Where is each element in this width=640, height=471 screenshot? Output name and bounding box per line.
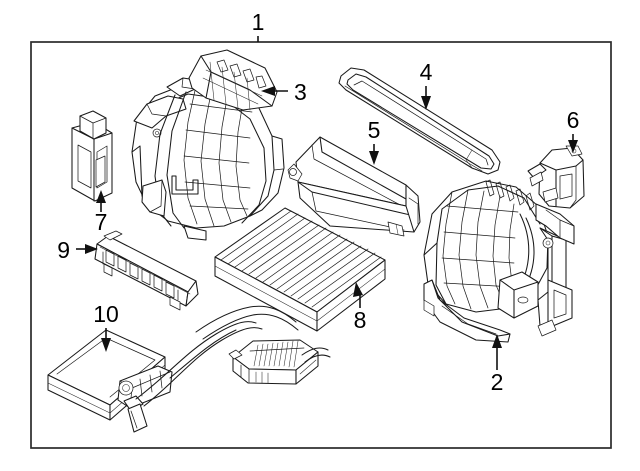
part-cabin-air-filter (214, 207, 386, 332)
callout-10-arrowhead (101, 338, 111, 352)
callout-8-number: 8 (354, 307, 367, 333)
callout-6-number: 6 (567, 107, 580, 133)
callout-4: 4 (420, 59, 433, 110)
callout-2: 2 (491, 334, 504, 395)
part-blower-housing-right (423, 179, 575, 343)
callout-8: 8 (353, 282, 366, 333)
callout-7-arrowhead (96, 190, 106, 203)
blower-resistor-connector (188, 49, 278, 111)
callout-4-number: 4 (420, 59, 433, 85)
callout-9-arrowhead (85, 244, 98, 254)
callout-6: 6 (567, 107, 580, 153)
callout-5-arrowhead (369, 151, 379, 165)
part-relay-block (71, 110, 113, 202)
callout-10: 10 (93, 301, 119, 352)
callout-5: 5 (368, 117, 381, 165)
assembly-frame (30, 41, 612, 449)
part-mode-actuator (527, 145, 585, 209)
evaporator-fins (253, 340, 299, 368)
filter-pleats (220, 210, 382, 308)
callout-7: 7 (95, 190, 108, 235)
part-evaporator-core (228, 339, 331, 385)
part-heater-core (47, 305, 299, 433)
callout-4-arrowhead (421, 96, 431, 110)
callout-2-arrowhead (492, 334, 502, 348)
fan-cage-grid (183, 85, 253, 227)
callout-10-number: 10 (93, 301, 119, 327)
callout-9: 9 (57, 237, 98, 263)
part-blower-housing-left (131, 49, 285, 241)
part-duct-seal-strip (338, 67, 501, 175)
callout-3-arrowhead (261, 86, 275, 96)
callout-8-arrowhead (353, 282, 363, 297)
callout-3: 3 (261, 79, 307, 105)
callout-2-number: 2 (491, 369, 504, 395)
callout-5-number: 5 (368, 117, 381, 143)
callout-6-arrowhead (568, 140, 578, 153)
callout-1-number: 1 (252, 9, 265, 35)
callout-9-number: 9 (57, 237, 70, 263)
callout-3-number: 3 (294, 79, 307, 105)
part-duct-cover-trough (287, 136, 421, 237)
case-rim-teeth (485, 179, 535, 211)
callout-7-number: 7 (95, 209, 108, 235)
part-filter-access-cover (94, 230, 199, 311)
callout-1: 1 (252, 9, 265, 42)
